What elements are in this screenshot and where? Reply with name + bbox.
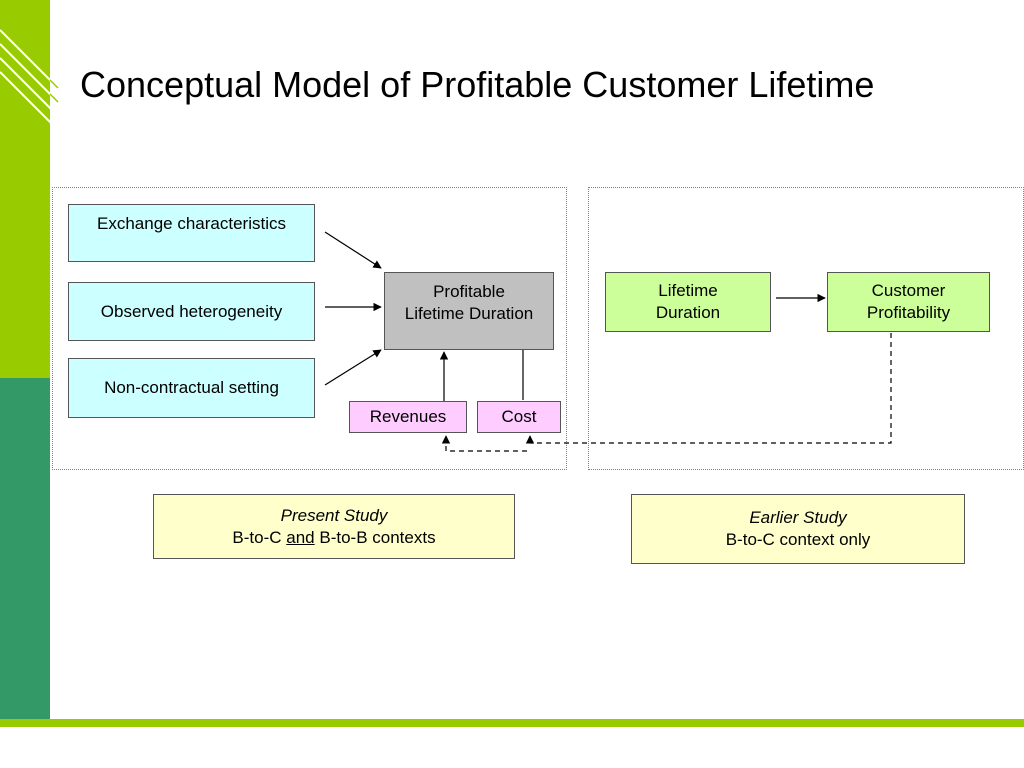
slide-title: Conceptual Model of Profitable Customer … <box>80 64 875 105</box>
outcome-label-line1: Profitable <box>433 282 505 301</box>
sidebar-accent-lime <box>0 0 50 378</box>
outcome-profitable-lifetime-duration: Profitable Lifetime Duration <box>384 272 554 350</box>
arrow-exchange-to-outcome <box>324 231 382 269</box>
dashed-link-profitability-to-cost <box>525 324 892 444</box>
driver-label: Exchange characteristics <box>97 214 286 233</box>
sidebar-accent-teal <box>0 378 50 720</box>
earlier-lifetime-duration: Lifetime Duration <box>605 272 771 332</box>
footer-rule <box>0 719 1024 727</box>
note-earlier-heading: Earlier Study <box>749 508 847 527</box>
component-revenues: Revenues <box>349 401 467 433</box>
profitability-label-line1: Customer <box>871 281 946 300</box>
note-present-body: B-to-C and B-to-B contexts <box>232 527 435 549</box>
driver-exchange-characteristics: Exchange characteristics <box>68 204 315 262</box>
note-present-study: Present Study B-to-C and B-to-B contexts <box>153 494 515 559</box>
dashed-link-cost-to-revenues <box>441 435 527 452</box>
note-earlier-body: B-to-C context only <box>725 530 871 549</box>
note-present-post: B-to-B contexts <box>314 527 436 547</box>
note-present-emphasis: and <box>286 527 315 547</box>
note-present-heading: Present Study <box>280 505 388 525</box>
note-earlier-study: Earlier Study B-to-C context only <box>631 494 965 564</box>
driver-non-contractual-setting: Non-contractual setting <box>68 358 315 418</box>
component-cost: Cost <box>477 401 561 433</box>
note-present-pre: B-to-C <box>232 527 287 547</box>
duration-label-line1: Lifetime <box>658 281 718 300</box>
driver-label: Observed heterogeneity <box>100 301 283 321</box>
duration-label-line2: Duration <box>655 303 721 322</box>
profitability-label-line2: Profitability <box>866 303 951 322</box>
present-model-panel <box>52 187 567 470</box>
arrow-setting-to-outcome <box>324 349 382 386</box>
driver-label: Non-contractual setting <box>104 378 279 397</box>
outcome-label-line2: Lifetime Duration <box>404 304 534 323</box>
component-label: Revenues <box>369 407 447 426</box>
earlier-customer-profitability: Customer Profitability <box>827 272 990 332</box>
driver-observed-heterogeneity: Observed heterogeneity <box>68 282 315 341</box>
component-label: Cost <box>501 407 537 426</box>
diagonal-stripes-decoration <box>0 29 59 125</box>
